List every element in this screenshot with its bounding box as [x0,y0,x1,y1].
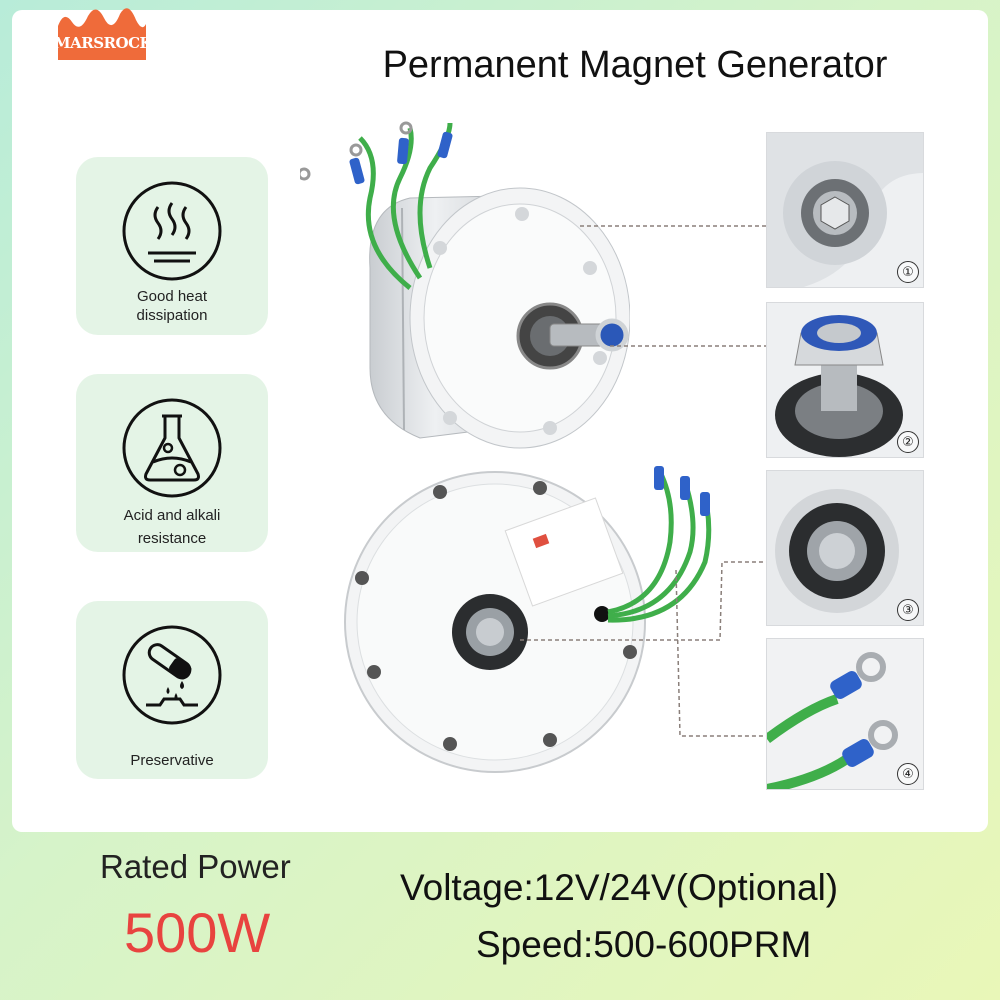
brand-name: MARSROCK [54,34,153,52]
speed-spec: Speed:500-600PRM [476,924,812,965]
page-title: Permanent Magnet Generator [382,44,888,86]
voltage-spec: Voltage:12V/24V(Optional) [400,867,839,908]
terminal-closeup-icon [767,639,923,789]
nut-closeup-icon [775,315,903,457]
detail-rear-bearing: ③ [766,470,924,626]
rated-power-value: 500W [124,901,271,964]
test-tube-drip-icon [122,625,222,725]
detail-wire-terminals: ④ [766,638,924,790]
feature-label: Preservative [130,752,214,769]
feature-label: Acid and alkali resistance [123,507,221,547]
brand-logo: MARSROCK [54,4,153,64]
detail-number: ② [897,431,919,453]
heat-waves-icon [122,181,222,281]
bolt-closeup-icon [767,133,923,287]
rated-power-label: Rated Power [100,848,291,885]
feature-label: Good heat dissipation [136,288,208,324]
feature-acid-alkali-resistance: Acid and alkali resistance [76,374,268,552]
generator-side-view [300,121,630,449]
flask-icon [122,398,222,498]
detail-number: ③ [897,599,919,621]
detail-number: ④ [897,763,919,785]
detail-number: ① [897,261,919,283]
generator-front-view [344,466,712,773]
feature-preservative: Preservative [76,601,268,779]
detail-shaft-nut: ② [766,302,924,458]
feature-heat-dissipation: Good heat dissipation [76,157,268,335]
detail-housing-bolt: ① [766,132,924,288]
logo-emblem-icon [58,8,146,60]
bearing-closeup-icon [767,471,923,625]
